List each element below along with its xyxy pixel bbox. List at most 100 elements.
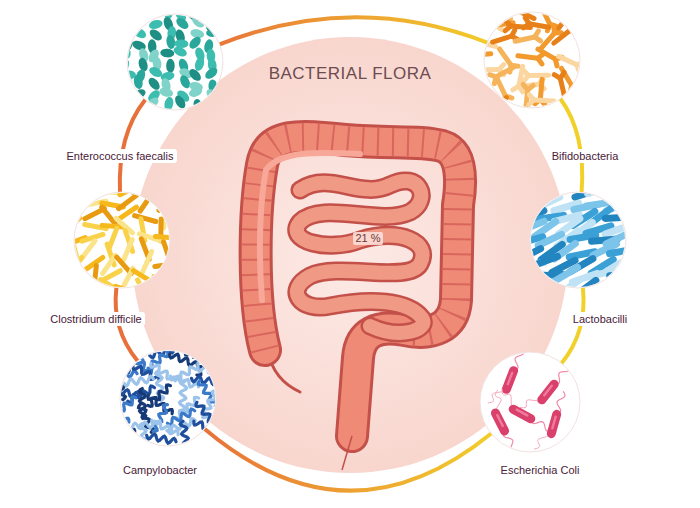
branch-cell [470,41,476,45]
branch-cell [523,84,527,89]
coccus-cell [190,14,206,30]
rod-cell [103,255,116,273]
branch-cell [477,26,496,31]
rod-cell [164,242,171,263]
branch-cell [538,49,555,59]
rod-cell [157,284,179,287]
branch-cell [541,6,550,24]
circle-ground [127,14,223,110]
ecoli-cell [542,384,554,400]
bacteria-node: Clostridium difficile [47,192,170,326]
rod-cell [120,185,140,195]
bacteria-circle [530,192,626,288]
rod-cell [140,193,152,211]
branch-cell [554,75,560,79]
coccus-cell [133,17,147,26]
coccus-cell [122,71,136,80]
rod-cell [154,185,168,202]
coccus-cell [133,74,144,89]
coccus-cell [131,26,147,40]
rod-cell [96,191,118,193]
bacteria-label: Clostridium difficile [47,312,145,326]
rod-cell [74,191,81,212]
branch-cell [551,26,557,33]
branch-cell [535,31,539,37]
coccus-cell [135,96,144,110]
rod-cell [82,241,95,259]
branch-cell [493,36,512,42]
branch-cell [557,102,575,110]
bacteria-node: Lactobacilli [530,192,630,326]
coccus-cell [174,16,190,31]
rod-cell [610,273,636,276]
branch-cell [514,3,516,10]
coccus-cell [166,59,175,73]
coccus-cell [122,37,135,53]
ring-connector [220,17,488,44]
branch-cell [495,0,502,1]
circle-ground [74,192,170,288]
rod-cell [519,274,544,282]
bacteria-cluster [515,183,635,296]
coccus-cell [160,48,175,58]
coccus-cell [206,28,221,38]
bacteria-circle [484,12,580,108]
bacteria-label: Escherichia Coli [498,463,583,477]
branch-cell [534,100,554,101]
spiral-cell [107,371,137,378]
rod-cell [135,216,156,222]
rod-cell [64,206,78,223]
branch-cell [486,110,493,115]
rod-cell [610,249,636,254]
coccus-cell [203,65,219,81]
branch-cell [466,51,471,56]
rod-cell [586,202,612,206]
rod-cell [587,281,610,292]
rod-cell [557,281,578,296]
rod-cell [73,242,79,263]
bacteria-node: Campylobacter [120,350,216,477]
spiral-cell [180,421,189,451]
branch-cell [466,89,472,93]
bacteria-circle [127,14,223,110]
branch-cell [554,111,556,118]
rod-cell [515,201,538,212]
branch-cell [488,21,494,25]
coccus-cell [137,4,150,20]
spiral-cell [170,338,194,357]
spiral-cell [204,425,212,455]
branch-cell [550,108,557,111]
branch-cell [555,10,570,23]
branch-cell [499,65,504,70]
spiral-cell [148,385,171,406]
ecoli-cell [551,414,556,433]
spiral-cell [103,407,129,422]
branch-cell [502,1,511,19]
rod-cell [159,192,171,210]
rod-cell [63,218,79,233]
branch-cell [559,56,577,64]
coccus-cell [148,18,164,30]
coccus-cell [144,95,160,111]
coccus-cell [124,27,133,41]
coccus-cell [122,10,138,21]
coccus-cell [146,76,162,92]
ecoli-highlight [497,415,502,426]
rod-cell [84,193,106,194]
rod-cell [155,236,177,238]
branch-cell [541,33,554,48]
branch-cell [496,20,499,26]
coccus-cell [165,34,176,49]
spiral-cell [112,397,136,417]
branch-cell [478,23,482,29]
branch-cell [493,98,506,113]
colon-outline [256,137,460,436]
branch-cell [566,10,567,17]
coccus-cell [120,44,132,60]
coccus-cell [205,5,216,20]
branch-cell [509,10,516,12]
rod-cell [59,273,81,275]
rod-cell [69,281,86,295]
ring-connector [120,100,145,192]
